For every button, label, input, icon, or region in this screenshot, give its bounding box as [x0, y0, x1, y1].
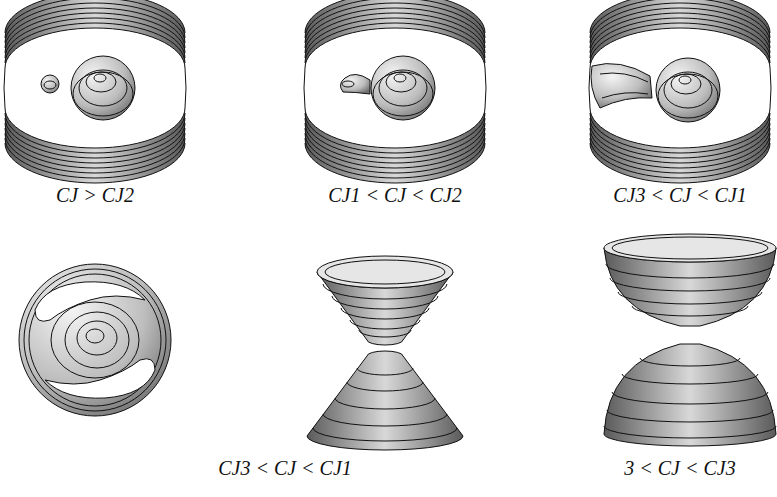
condition-caption: CJ3 < CJ < CJ1 [218, 457, 352, 480]
surface-figure [304, 0, 486, 183]
surface-figure [4, 0, 186, 183]
surface-figure [307, 256, 463, 450]
condition-caption: CJ > CJ2 [56, 184, 134, 207]
condition-caption: CJ3 < CJ < CJ1 [613, 184, 747, 207]
surface-figure [19, 264, 171, 416]
condition-caption: CJ1 < CJ < CJ2 [328, 184, 462, 207]
surface-figure [589, 0, 771, 183]
condition-caption: 3 < CJ < CJ3 [624, 457, 735, 480]
surface-figure [604, 234, 776, 446]
